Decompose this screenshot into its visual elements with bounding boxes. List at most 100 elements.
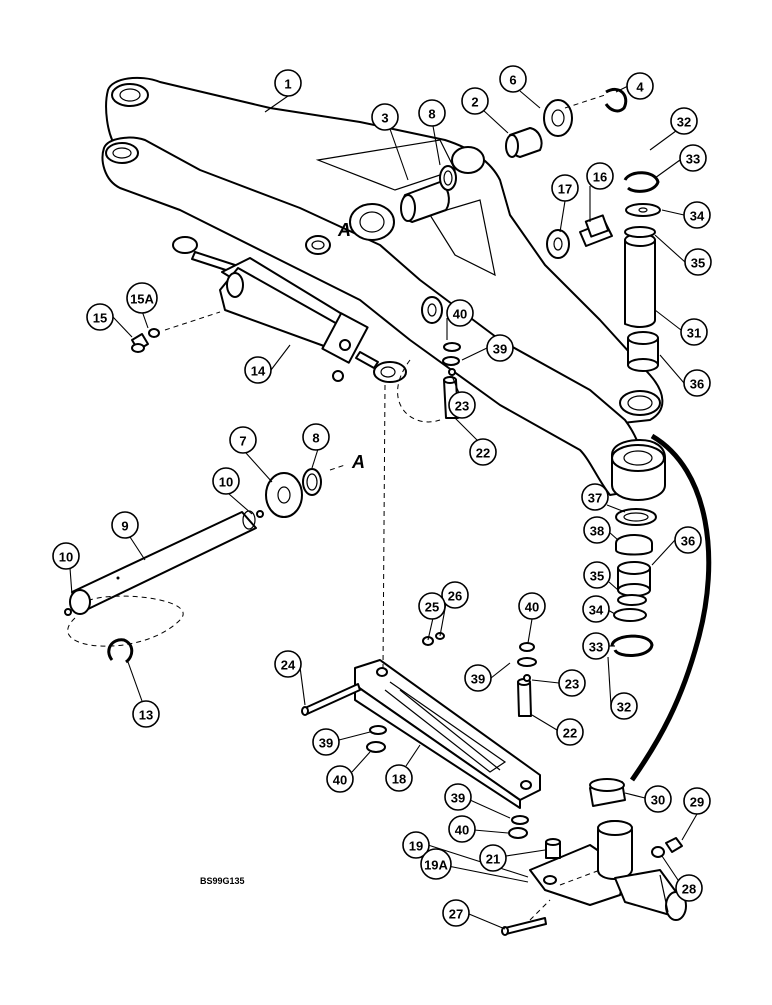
- callout-circle: [582, 595, 610, 623]
- callout-18: 18: [385, 764, 413, 792]
- callout-circle: [418, 592, 446, 620]
- callout-circle: [581, 483, 609, 511]
- callout-7: 7: [229, 426, 257, 454]
- callout-label: 24: [281, 658, 296, 673]
- callout-13: 13: [132, 700, 160, 728]
- callout-leader: [112, 316, 133, 338]
- callout-leader: [405, 744, 421, 767]
- callout-9: 9: [111, 511, 139, 539]
- callout-leader: [141, 310, 149, 329]
- callout-leader: [127, 661, 143, 702]
- washer-34-top: [625, 203, 661, 217]
- seal-38: [615, 534, 653, 556]
- callout-label: 16: [593, 170, 607, 185]
- callout-circle: [385, 764, 413, 792]
- callout-label: 6: [509, 73, 516, 88]
- bearing-36-top: [627, 331, 659, 372]
- callout-leader: [505, 849, 546, 857]
- callout-label: 32: [677, 115, 691, 130]
- callout-label: 39: [319, 736, 333, 751]
- callout-label: 35: [590, 569, 604, 584]
- callout-label: 2: [471, 95, 478, 110]
- callout-circle: [610, 692, 638, 720]
- callout-label: 15: [93, 311, 107, 326]
- callout-22: 22: [556, 718, 584, 746]
- callout-38: 38: [583, 516, 611, 544]
- callout-label: 19: [409, 839, 423, 854]
- callout-22: 22: [469, 438, 497, 466]
- callout-leader: [228, 493, 253, 515]
- callout-circle: [582, 632, 610, 660]
- callout-label: 4: [636, 80, 644, 95]
- callout-leader: [659, 354, 685, 384]
- washer-7: [265, 472, 303, 518]
- callout-circle: [371, 103, 399, 131]
- snap-ring-4: [604, 87, 628, 113]
- callout-leader: [531, 714, 558, 731]
- callout-circle: [626, 72, 654, 100]
- callout-leader: [482, 109, 509, 134]
- callout-label: 27: [449, 907, 463, 922]
- callout-label: 34: [690, 209, 705, 224]
- callout-14: 14: [244, 356, 272, 384]
- callout-circle: [302, 423, 330, 451]
- callout-8: 8: [302, 423, 330, 451]
- callout-label: 7: [239, 434, 246, 449]
- callout-label: 36: [681, 534, 695, 549]
- callout-label: 10: [59, 550, 73, 565]
- bolt-27: [501, 917, 547, 936]
- seal-30: [589, 778, 626, 807]
- bearing-36-lower: [617, 561, 651, 597]
- callout-circle: [274, 69, 302, 97]
- callout-label: 15A: [130, 292, 154, 307]
- callout-label: 39: [493, 342, 507, 357]
- callout-leader: [606, 504, 626, 513]
- callout-leader: [469, 799, 511, 819]
- callout-29: 29: [683, 787, 711, 815]
- reference-a-lower: A: [351, 452, 365, 472]
- callout-label: 21: [486, 852, 500, 867]
- callout-17: 17: [551, 174, 579, 202]
- washer-17: [546, 229, 570, 259]
- callout-circle: [684, 248, 712, 276]
- callout-label: 36: [690, 377, 704, 392]
- callout-label: 39: [451, 791, 465, 806]
- callout-label: 30: [651, 793, 665, 808]
- callout-circle: [326, 765, 354, 793]
- callout-leader: [389, 128, 409, 181]
- pin-22-lower: [517, 678, 532, 717]
- callout-label: 40: [453, 307, 467, 322]
- ring-35-lower: [617, 594, 647, 606]
- callout-39: 39: [486, 334, 514, 362]
- callout-label: 34: [589, 603, 604, 618]
- callout-label: 31: [687, 326, 701, 341]
- callout-circle: [683, 787, 711, 815]
- callout-leader: [654, 309, 682, 331]
- callout-leader: [270, 344, 291, 371]
- callout-leader: [338, 731, 371, 741]
- callout-circle: [518, 592, 546, 620]
- callout-leader: [615, 85, 629, 93]
- callout-label: 35: [691, 256, 705, 271]
- callout-leader: [531, 679, 560, 684]
- callout-circle: [680, 318, 708, 346]
- callout-leader: [519, 90, 541, 109]
- callout-35: 35: [583, 561, 611, 589]
- callout-40: 40: [448, 815, 476, 843]
- callout-circle: [86, 303, 114, 331]
- callout-circle: [556, 718, 584, 746]
- callout-circle: [461, 87, 489, 115]
- callout-leader: [468, 913, 506, 930]
- callout-circle: [464, 664, 492, 692]
- callout-leader: [473, 829, 509, 834]
- washers-lower-right: [517, 642, 537, 682]
- callout-40: 40: [518, 592, 546, 620]
- callout-leader: [432, 125, 441, 166]
- callout-23: 23: [448, 391, 476, 419]
- callout-leader: [427, 617, 434, 641]
- callout-circle: [679, 144, 707, 172]
- snap-ring-13: [107, 638, 134, 664]
- callout-25: 25: [418, 592, 446, 620]
- callout-8: 8: [418, 99, 446, 127]
- callout-16: 16: [586, 162, 614, 190]
